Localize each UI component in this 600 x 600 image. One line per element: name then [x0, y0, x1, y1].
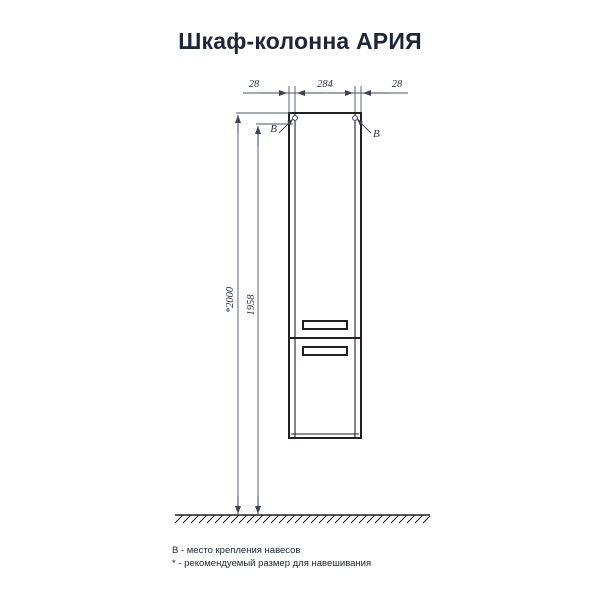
page-title: Шкаф-колонна АРИЯ	[178, 28, 422, 54]
cabinet-body	[288, 112, 362, 439]
mounting-label-left: B	[270, 123, 277, 135]
handle-upper	[302, 320, 348, 330]
handles-group	[302, 320, 348, 356]
handle-lower	[302, 346, 348, 356]
floor-hatching	[174, 514, 431, 524]
dim-label-top-28-left: 28	[249, 79, 260, 90]
cabinet-outline	[288, 112, 362, 439]
dim-label-top-28-right: 28	[392, 79, 403, 90]
top-dimension-group: 28 284 28	[243, 79, 408, 112]
dim-label-top-284: 284	[317, 79, 334, 90]
vertical-dimension-1958: 1958	[246, 123, 293, 514]
mounting-label-right: B	[373, 128, 380, 140]
mounting-point-left-circle	[292, 115, 298, 121]
dim-label-1958: 1958	[246, 294, 257, 316]
legend-recommended-size-note: * - рекомендуемый размер для навешивания	[172, 558, 372, 569]
mounting-markers-group: B B	[270, 115, 380, 140]
mounting-leader-left	[278, 118, 294, 134]
floor-line-group	[174, 514, 431, 524]
legend-mounting-note: В - место крепления навесов	[172, 545, 301, 556]
vertical-dimension-2000: *2000	[225, 112, 291, 514]
dim-label-2000: *2000	[225, 286, 236, 313]
mounting-leader-right	[356, 118, 372, 134]
mounting-point-right-circle	[352, 115, 358, 121]
